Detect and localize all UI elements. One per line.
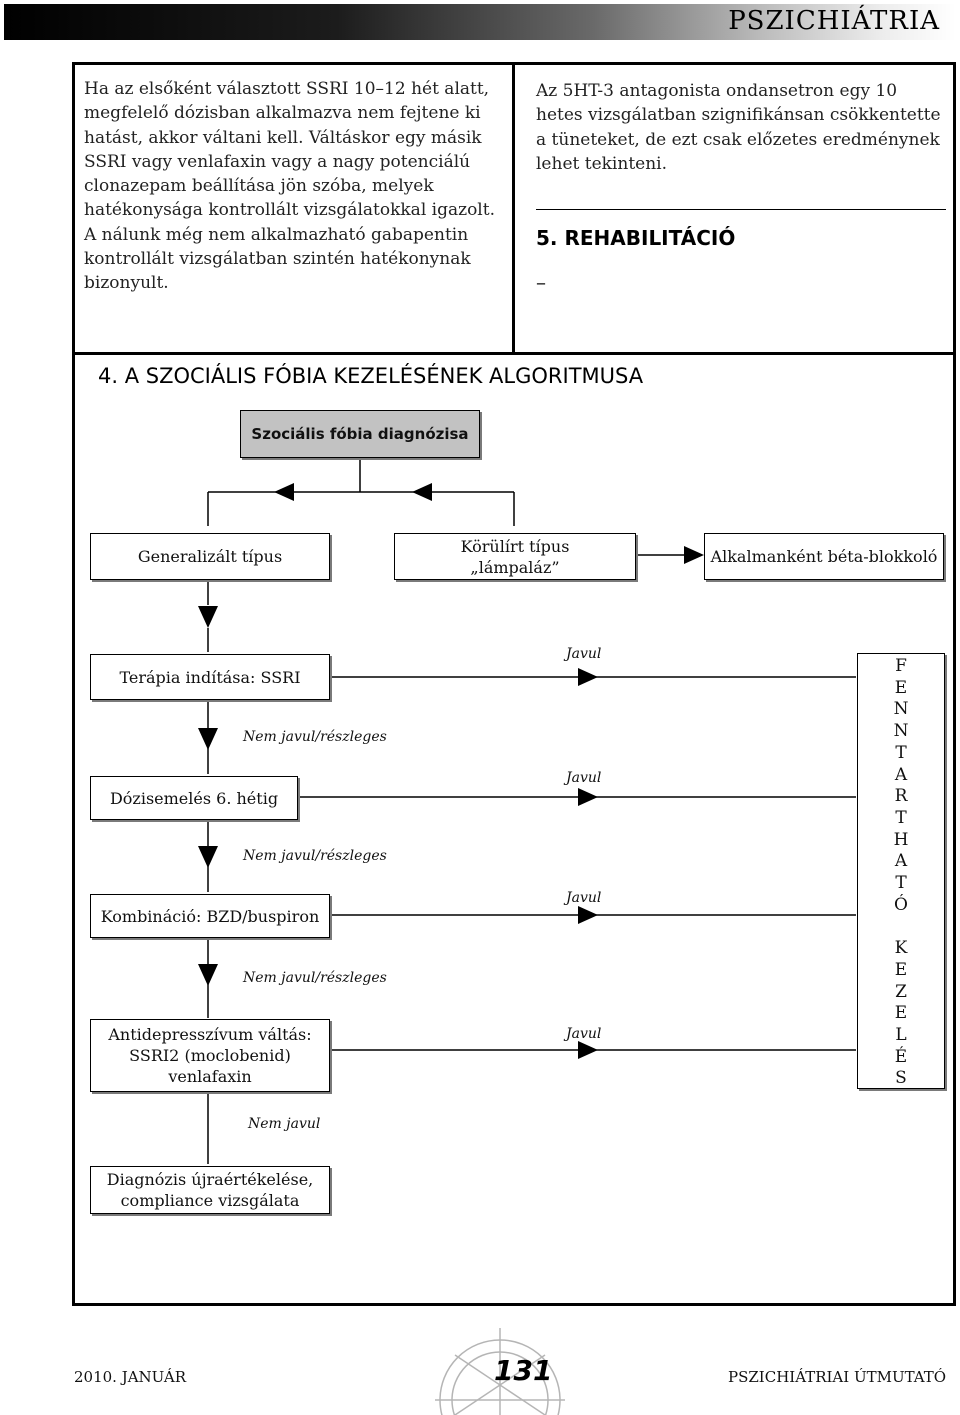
improves-label: Javul bbox=[566, 770, 602, 786]
header-title: PSZICHIÁTRIA bbox=[728, 6, 940, 36]
right-paragraph: Az 5HT-3 antagonista ondansetron egy 10 … bbox=[536, 81, 941, 174]
divider-vertical bbox=[512, 62, 515, 354]
footer-publication: PSZICHIÁTRIAI ÚTMUTATÓ bbox=[728, 1368, 947, 1386]
switch-line-3: venlafaxin bbox=[168, 1067, 252, 1086]
reevaluation-line-1: Diagnózis újraértékelése, bbox=[106, 1170, 314, 1189]
therapy-start-node: Terápia indítása: SSRI bbox=[90, 654, 330, 700]
maintenance-label: F E N N T A R T H A T Ó K E Z E L É S bbox=[893, 656, 909, 1089]
algorithm-title: 4. A SZOCIÁLIS FÓBIA KEZELÉSÉNEK ALGORIT… bbox=[98, 364, 644, 388]
reevaluation-line-2: compliance vizsgálata bbox=[120, 1191, 300, 1210]
rehab-content: – bbox=[536, 270, 546, 294]
stage-fright-label: „lámpaláz” bbox=[470, 557, 560, 577]
dose-increase-node: Dózisemelés 6. hétig bbox=[90, 776, 298, 820]
antidepressant-switch-node: Antidepresszívum váltás: SSRI2 (mocloben… bbox=[90, 1019, 330, 1092]
page-number: 131 bbox=[494, 1354, 553, 1387]
section-rule bbox=[536, 209, 946, 210]
reevaluation-node: Diagnózis újraértékelése, compliance viz… bbox=[90, 1166, 330, 1214]
circumscribed-label: Körülírt típus bbox=[460, 536, 570, 556]
no-improvement-label: Nem javul bbox=[248, 1116, 321, 1132]
left-paragraph: Ha az elsőként választott SSRI 10–12 hét… bbox=[84, 79, 495, 294]
combination-node: Kombináció: BZD/buspiron bbox=[90, 894, 330, 938]
improves-label: Javul bbox=[566, 890, 602, 906]
switch-line-1: Antidepresszívum váltás: bbox=[108, 1025, 312, 1044]
footer-date: 2010. JANUÁR bbox=[74, 1368, 186, 1386]
compass-watermark-icon bbox=[435, 1328, 565, 1415]
partial-label: Nem javul/részleges bbox=[243, 729, 387, 745]
partial-label: Nem javul/részleges bbox=[243, 848, 387, 864]
diagnosis-node: Szociális fóbia diagnózisa bbox=[240, 410, 480, 458]
improves-label: Javul bbox=[566, 646, 602, 662]
circumscribed-type-node: Körülírt típus „lámpaláz” bbox=[394, 533, 636, 580]
rehab-heading: 5. REHABILITÁCIÓ bbox=[536, 226, 736, 250]
switch-line-2: SSRI2 (moclobenid) bbox=[129, 1046, 291, 1065]
header-bar bbox=[4, 4, 956, 40]
beta-blocker-node: Alkalmanként béta-blokkoló bbox=[704, 533, 944, 580]
generalized-type-node: Generalizált típus bbox=[90, 533, 330, 580]
improves-label: Javul bbox=[566, 1026, 602, 1042]
partial-label: Nem javul/részleges bbox=[243, 970, 387, 986]
maintenance-node: F E N N T A R T H A T Ó K E Z E L É S bbox=[857, 653, 945, 1089]
